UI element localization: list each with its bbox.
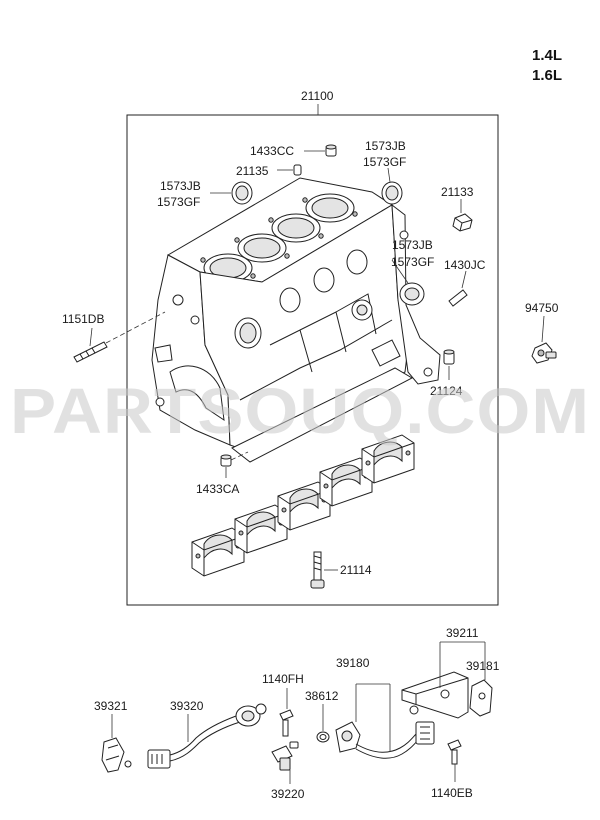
assembly-frame [126, 114, 499, 606]
label-21100[interactable]: 21100 [301, 89, 334, 103]
label-21133[interactable]: 21133 [441, 185, 474, 199]
label-21135[interactable]: 21135 [236, 164, 269, 178]
label-38612[interactable]: 38612 [305, 689, 339, 703]
core-plug-left [231, 181, 253, 205]
label-21124[interactable]: 21124 [430, 384, 463, 398]
bolt-1140fh [279, 709, 294, 737]
variant-1-6l: 1.6L [532, 67, 562, 84]
crank-sensor-39180 [335, 721, 435, 759]
label-39211[interactable]: 39211 [446, 626, 479, 640]
bracket-39211 [401, 671, 493, 719]
clip-39321 [101, 737, 132, 773]
label-94750[interactable]: 94750 [525, 301, 559, 315]
label-1430jc[interactable]: 1430JC [444, 258, 486, 272]
dowel-21124 [443, 349, 455, 365]
label-1433ca[interactable]: 1433CA [196, 482, 239, 496]
stud-1151db [73, 341, 108, 363]
label-1140fh[interactable]: 1140FH [262, 672, 304, 686]
label-1573jb-rear[interactable]: 1573JB [392, 238, 433, 252]
label-1433cc[interactable]: 1433CC [250, 144, 294, 158]
label-39180[interactable]: 39180 [336, 656, 370, 670]
core-plug-rear [399, 282, 425, 306]
variant-1-4l: 1.4L [532, 47, 562, 64]
plug-1433cc [325, 144, 337, 157]
bolt-1140eb [447, 739, 462, 765]
temp-sensor-39220 [271, 741, 299, 771]
label-1573gf-left[interactable]: 1573GF [157, 195, 200, 209]
label-1573gf-rear[interactable]: 1573GF [391, 255, 434, 269]
plug-21133 [452, 213, 473, 232]
label-39320[interactable]: 39320 [170, 699, 204, 713]
oil-pressure-switch [531, 342, 557, 364]
label-1140eb[interactable]: 1140EB [431, 786, 473, 800]
label-1573gf-top[interactable]: 1573GF [363, 155, 406, 169]
label-1151db[interactable]: 1151DB [62, 312, 104, 326]
o-ring-38612 [316, 731, 330, 743]
plug-1433ca [220, 454, 232, 467]
label-1573jb-left[interactable]: 1573JB [160, 179, 201, 193]
cylinder-block [151, 177, 441, 463]
pin-1430jc [448, 289, 468, 307]
label-39181[interactable]: 39181 [466, 659, 500, 673]
label-1573jb-top[interactable]: 1573JB [365, 139, 406, 153]
label-39220[interactable]: 39220 [271, 787, 305, 801]
dowel-21135 [293, 164, 302, 176]
main-cap-bolt [310, 551, 325, 589]
main-bearing-caps [191, 434, 415, 577]
core-plug-right [381, 181, 403, 205]
watermark: PARTSOUQ.COM [10, 375, 590, 447]
label-39321[interactable]: 39321 [94, 699, 128, 713]
knock-sensor-harness [147, 703, 267, 769]
label-21114[interactable]: 21114 [340, 563, 372, 577]
